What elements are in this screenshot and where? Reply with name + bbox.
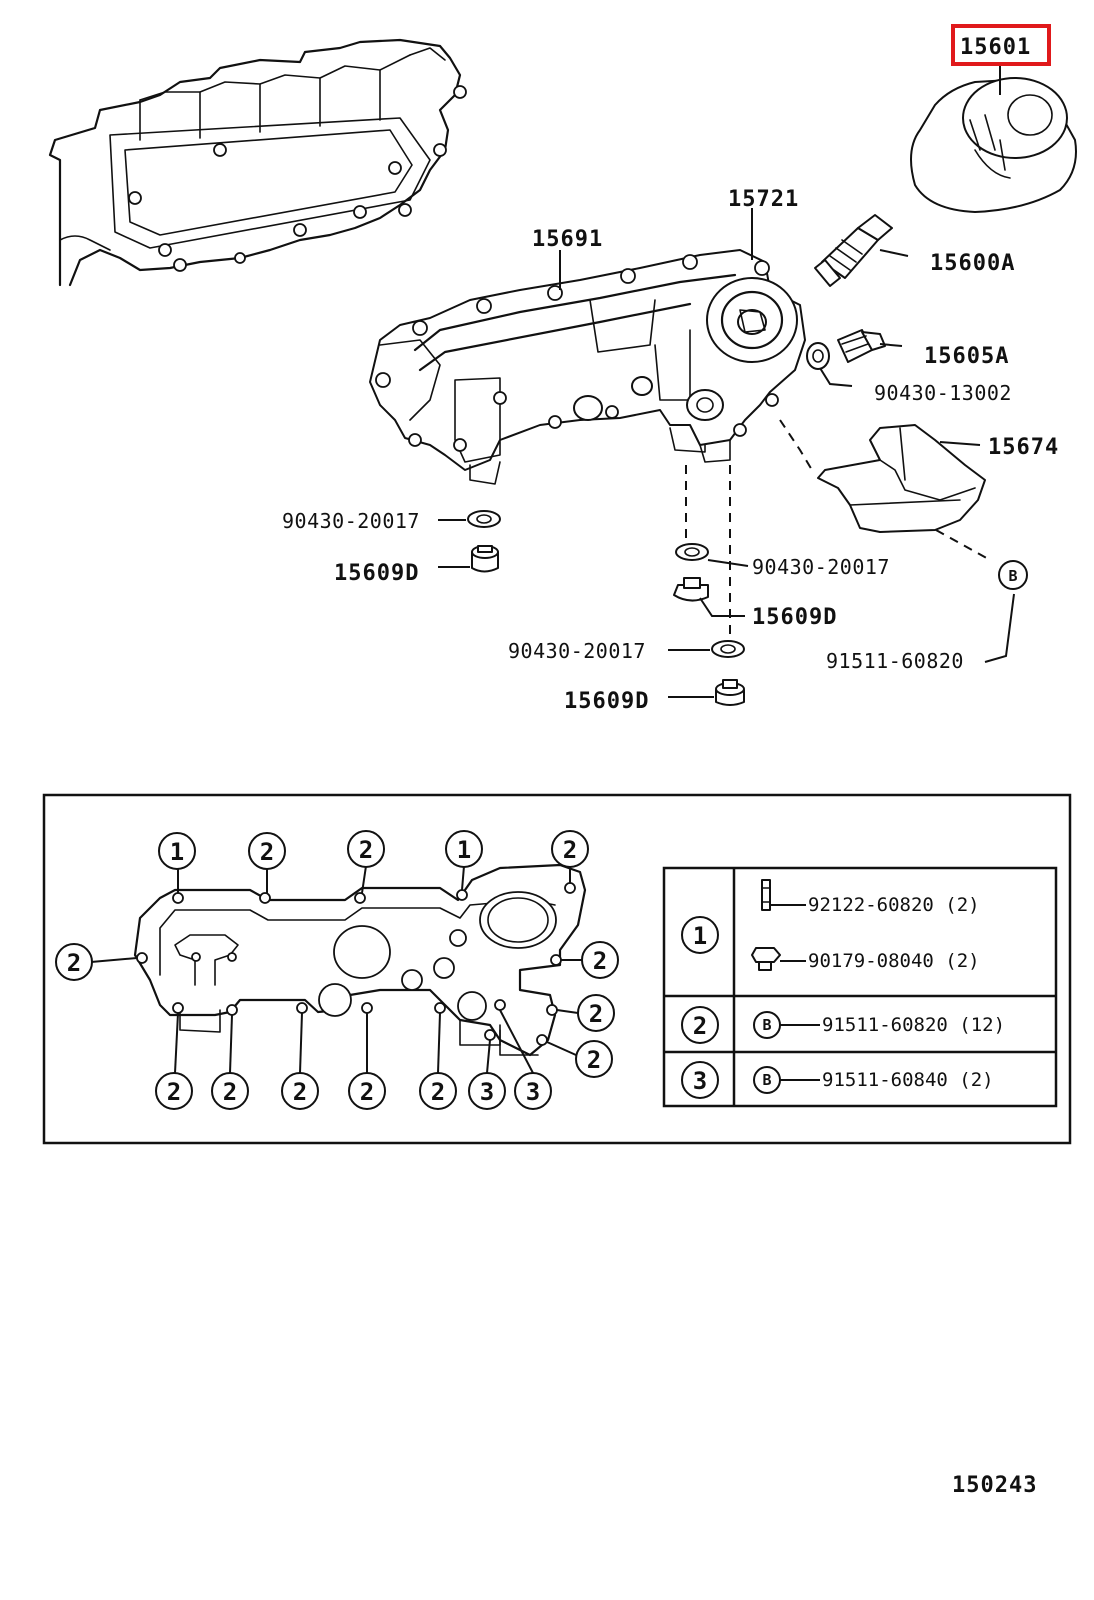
legend-part-92122-60820[interactable]: 92122-60820 (2) [808,894,980,916]
legend-row-2-marker: 3 [693,1067,707,1095]
marker-bottom-0-circle [155,1072,193,1110]
marker-top-4: 2 [563,836,577,864]
marker-top-1: 2 [260,838,274,866]
marker-left-circle [55,943,93,981]
marker-top-3-circle [445,830,483,868]
marker-top-4-circle [551,830,589,868]
part-label-90430-13002[interactable]: 90430-13002 [874,381,1012,405]
marker-top-2-circle [347,830,385,868]
diagram-id: 150243 [952,1473,1037,1498]
marker-bottom-0: 2 [167,1078,181,1106]
marker-left: 2 [67,949,81,977]
plug-and-gasket [806,329,903,387]
marker-top-0: 1 [170,838,184,866]
marker-bottom-2-circle [281,1072,319,1110]
oil-pressure-switch [814,214,909,287]
legend-row-2-prefix: B [762,1071,771,1089]
drain-plug-group-b [673,543,749,617]
inset-box [42,793,1072,1145]
highlight-box-15601 [951,24,1051,66]
marker-bottom-1: 2 [223,1078,237,1106]
marker-bottom-3: 2 [360,1078,374,1106]
legend-part-90179-08040[interactable]: 90179-08040 (2) [808,950,980,972]
legend-row-1-marker: 2 [693,1012,707,1040]
oil-cooler-housing [369,249,806,485]
marker-right-2-circle [575,1040,613,1078]
part-label-15609d-c[interactable]: 15609D [564,689,649,714]
drain-plug-group-a [438,510,501,573]
stud-icon [761,879,771,911]
ref-b-text: B [1008,567,1017,585]
engine-block-outline [48,38,467,287]
part-label-15721[interactable]: 15721 [728,187,799,212]
part-label-90430-20017-a[interactable]: 90430-20017 [282,509,420,533]
marker-right-1: 2 [589,1000,603,1028]
part-label-91511-60820[interactable]: 91511-60820 [826,649,964,673]
part-label-15605a[interactable]: 15605A [924,344,1009,369]
marker-bottom-6: 3 [526,1078,540,1106]
legend-part-91511-60820[interactable]: 91511-60820 (12) [822,1014,1005,1036]
marker-bottom-4: 2 [431,1078,445,1106]
legend-row-1-prefix: B [762,1016,771,1034]
marker-right-1-circle [577,994,615,1032]
marker-bottom-5-circle [468,1072,506,1110]
oil-filter [910,77,1077,213]
part-label-15609d-b[interactable]: 15609D [752,605,837,630]
marker-right-2: 2 [587,1046,601,1074]
marker-bottom-4-circle [419,1072,457,1110]
part-label-15674[interactable]: 15674 [988,435,1059,460]
leader-ref-b [984,593,1015,663]
dashed-line-strainer [779,419,813,471]
marker-top-3: 1 [457,836,471,864]
drain-plug-group-c [668,640,745,706]
ref-b-circle [998,560,1028,590]
dashed-line-bolt [935,529,991,561]
inset-gasket-outline [133,863,587,1057]
marker-right-0: 2 [593,947,607,975]
legend-table: 1 92122-60820 (2) 90179-08040 (2) 2 B 91… [662,866,1058,1108]
nut-icon [751,947,781,971]
legend-row-0-marker: 1 [693,922,707,950]
part-label-15609d-a[interactable]: 15609D [334,561,419,586]
part-label-90430-20017-b[interactable]: 90430-20017 [752,555,890,579]
marker-bottom-6-circle [514,1072,552,1110]
marker-bottom-5: 3 [480,1078,494,1106]
part-label-15600a[interactable]: 15600A [930,251,1015,276]
marker-bottom-2: 2 [293,1078,307,1106]
marker-top-0-circle [158,832,196,870]
marker-bottom-3-circle [348,1072,386,1110]
part-label-15691[interactable]: 15691 [532,227,603,252]
marker-bottom-1-circle [211,1072,249,1110]
legend-part-91511-60840[interactable]: 91511-60840 (2) [822,1069,994,1091]
inset-markers: 1 2 2 1 2 2 2 2 2 2 2 2 2 2 3 3 [55,830,619,1110]
inset-leaders [90,865,584,1074]
marker-right-0-circle [581,941,619,979]
part-label-90430-20017-c[interactable]: 90430-20017 [508,639,646,663]
oil-strainer [817,424,986,533]
marker-top-2: 2 [359,836,373,864]
marker-top-1-circle [248,832,286,870]
part-label-15601[interactable]: 15601 [960,35,1031,60]
